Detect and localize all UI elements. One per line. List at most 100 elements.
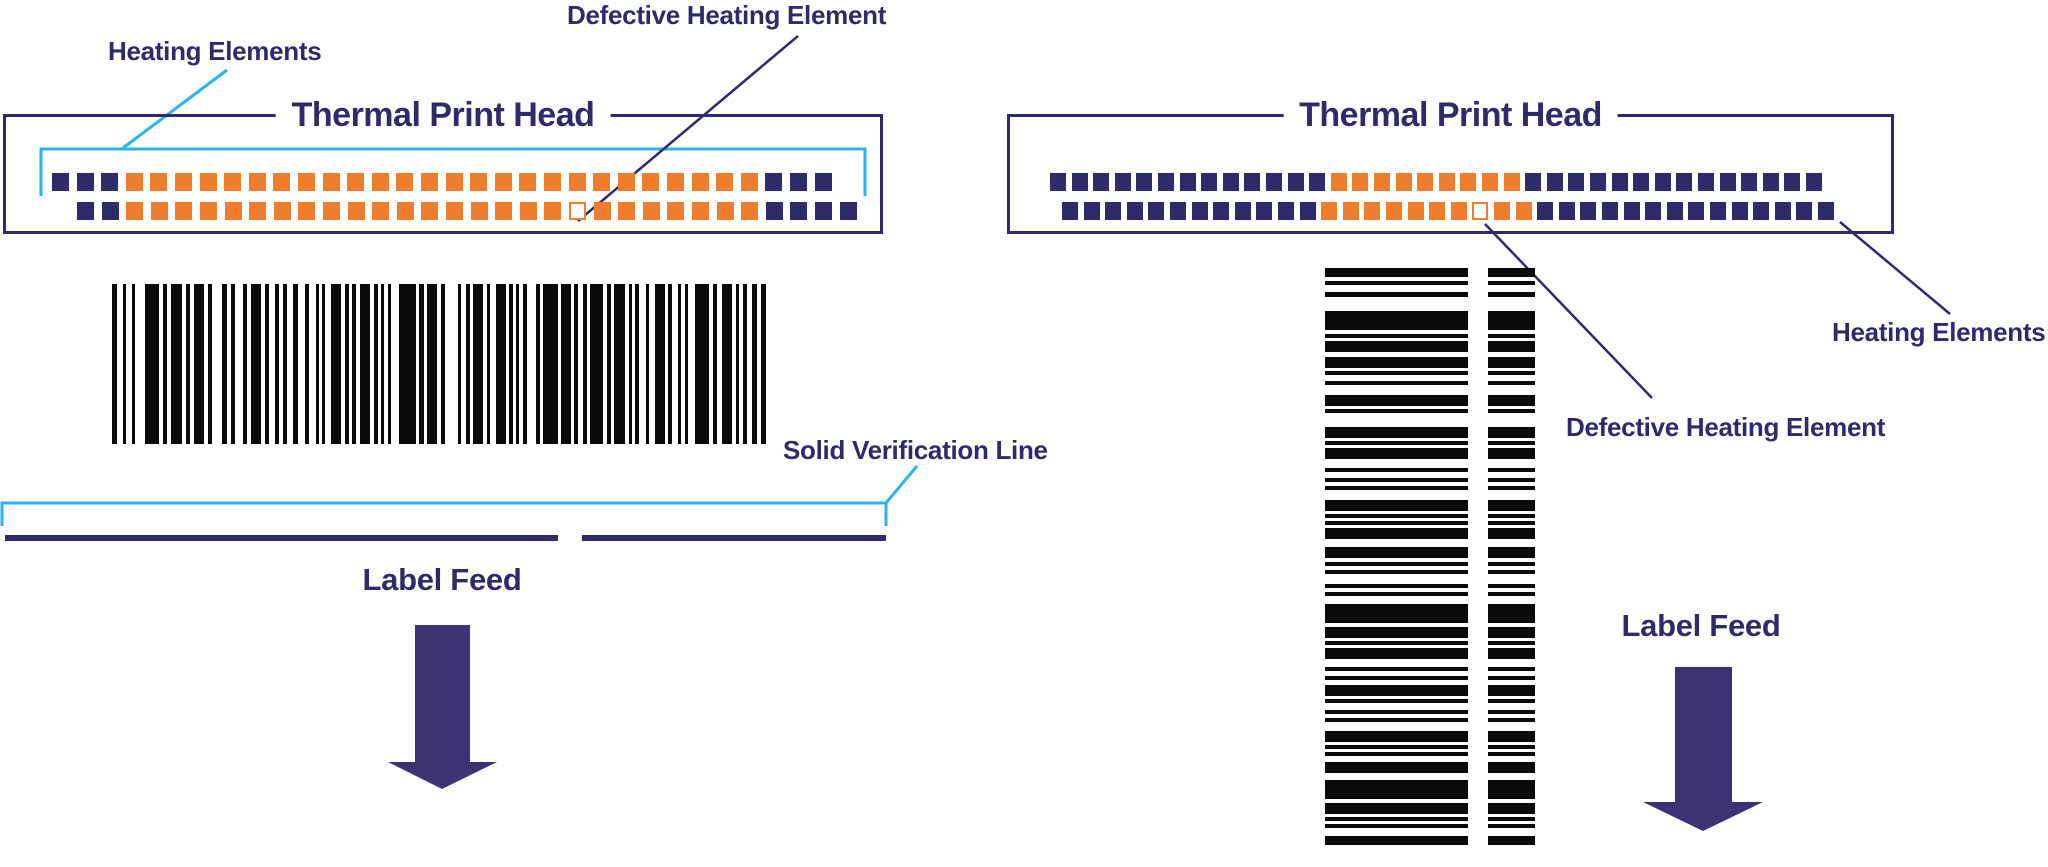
barcode-bar bbox=[1325, 562, 1468, 566]
barcode-bar bbox=[1325, 584, 1468, 588]
barcode-bar bbox=[1325, 752, 1468, 756]
barcode-bar bbox=[1325, 334, 1468, 338]
heating-element bbox=[1136, 173, 1153, 191]
barcode-bar bbox=[590, 284, 603, 444]
barcode-bar bbox=[1488, 268, 1535, 277]
heating-element bbox=[1774, 202, 1791, 220]
barcode-bar bbox=[607, 284, 611, 444]
heating-element bbox=[839, 202, 857, 220]
barcode-bar bbox=[1325, 514, 1468, 518]
barcode-bar bbox=[509, 284, 513, 444]
heating-element bbox=[470, 173, 488, 191]
barcode-bar bbox=[1325, 371, 1468, 375]
barcode-bar bbox=[1488, 592, 1535, 596]
barcode-bar bbox=[1325, 745, 1468, 749]
barcode-bar bbox=[1488, 381, 1535, 385]
barcode-bar bbox=[1325, 667, 1468, 671]
barcode-bar bbox=[1488, 357, 1535, 368]
left-label-feed-arrow bbox=[388, 625, 497, 789]
heating-element bbox=[1719, 173, 1736, 191]
heating-element bbox=[77, 202, 94, 220]
right-defective-element-label: Defective Heating Element bbox=[1566, 412, 1886, 442]
heating-element bbox=[1266, 173, 1282, 191]
barcode-bar bbox=[713, 284, 717, 444]
barcode-bar bbox=[1488, 762, 1535, 773]
heating-element bbox=[421, 202, 439, 220]
barcode-bar bbox=[655, 284, 665, 444]
heating-element bbox=[765, 173, 783, 191]
barcode-bar bbox=[1488, 584, 1535, 588]
barcode-bar bbox=[1325, 836, 1468, 845]
heating-element bbox=[470, 202, 488, 220]
left-label-feed-label: Label Feed bbox=[362, 562, 522, 597]
heating-element bbox=[1546, 173, 1563, 191]
heating-element bbox=[1698, 173, 1714, 191]
barcode-bar bbox=[678, 284, 681, 444]
barcode-bar bbox=[1488, 667, 1535, 671]
barcode-bar bbox=[1325, 486, 1468, 490]
barcode-bar bbox=[1488, 817, 1535, 821]
heating-element bbox=[1762, 173, 1779, 191]
barcode-bar bbox=[419, 284, 424, 444]
heating-element bbox=[1568, 173, 1585, 191]
heating-element bbox=[568, 173, 586, 191]
barcode-bar bbox=[1325, 521, 1468, 525]
barcode-bar bbox=[1488, 486, 1535, 490]
barcode-bar bbox=[1488, 500, 1535, 511]
right-print-head-title: Thermal Print Head bbox=[1283, 95, 1618, 135]
barcode-bar bbox=[1325, 468, 1468, 472]
heating-element bbox=[200, 202, 217, 220]
heating-element bbox=[396, 202, 414, 220]
barcode-bar bbox=[1325, 592, 1468, 596]
heating-element bbox=[1741, 173, 1758, 191]
barcode-bar bbox=[1325, 268, 1468, 277]
heating-element bbox=[593, 202, 611, 220]
barcode-bar bbox=[1325, 570, 1468, 574]
barcode-bar bbox=[352, 284, 356, 444]
barcode-bar bbox=[458, 284, 461, 444]
barcode-bar bbox=[1488, 641, 1535, 645]
heating-element bbox=[814, 173, 832, 191]
heating-element bbox=[667, 202, 685, 220]
barcode-bar bbox=[1325, 341, 1468, 352]
barcode-bar bbox=[736, 284, 739, 444]
barcode-bar bbox=[208, 284, 212, 444]
heating-element bbox=[1580, 202, 1597, 220]
heating-element bbox=[323, 202, 340, 220]
barcode-bar bbox=[574, 284, 578, 444]
barcode-bar bbox=[132, 284, 135, 444]
heating-element bbox=[322, 173, 340, 191]
heating-element bbox=[1515, 202, 1532, 220]
barcode-bar bbox=[583, 284, 587, 444]
barcode-bar bbox=[145, 284, 159, 444]
barcode-bar bbox=[1325, 699, 1468, 703]
barcode-bar bbox=[265, 284, 269, 444]
heating-element bbox=[1806, 173, 1822, 191]
barcode-bar bbox=[1325, 478, 1468, 482]
barcode-bar bbox=[1488, 341, 1535, 352]
heating-element bbox=[150, 202, 168, 220]
barcode-bar bbox=[1325, 718, 1468, 722]
heating-element bbox=[1114, 173, 1131, 191]
heating-element bbox=[445, 173, 463, 191]
barcode-bar bbox=[1325, 528, 1468, 539]
barcode-bar bbox=[1488, 562, 1535, 566]
barcode-bar bbox=[1488, 395, 1535, 406]
barcode-bar bbox=[1325, 292, 1468, 297]
heating-element bbox=[1278, 202, 1294, 220]
heating-element bbox=[1611, 173, 1628, 191]
barcode-bar bbox=[1325, 409, 1468, 413]
heating-element bbox=[1666, 202, 1683, 220]
barcode-bar bbox=[1325, 824, 1468, 828]
barcode-bar bbox=[1325, 627, 1468, 638]
left-defective-element-label: Defective Heating Element bbox=[567, 0, 887, 30]
barcode-bar bbox=[1488, 427, 1535, 438]
heating-element bbox=[1525, 173, 1542, 191]
right-heating-leader-line bbox=[1839, 221, 1951, 315]
verification-line-label: Solid Verification Line bbox=[783, 435, 1048, 465]
barcode-bar bbox=[516, 284, 519, 444]
heating-element bbox=[1201, 173, 1218, 191]
barcode-bar bbox=[1325, 731, 1468, 742]
heating-element bbox=[101, 173, 119, 191]
